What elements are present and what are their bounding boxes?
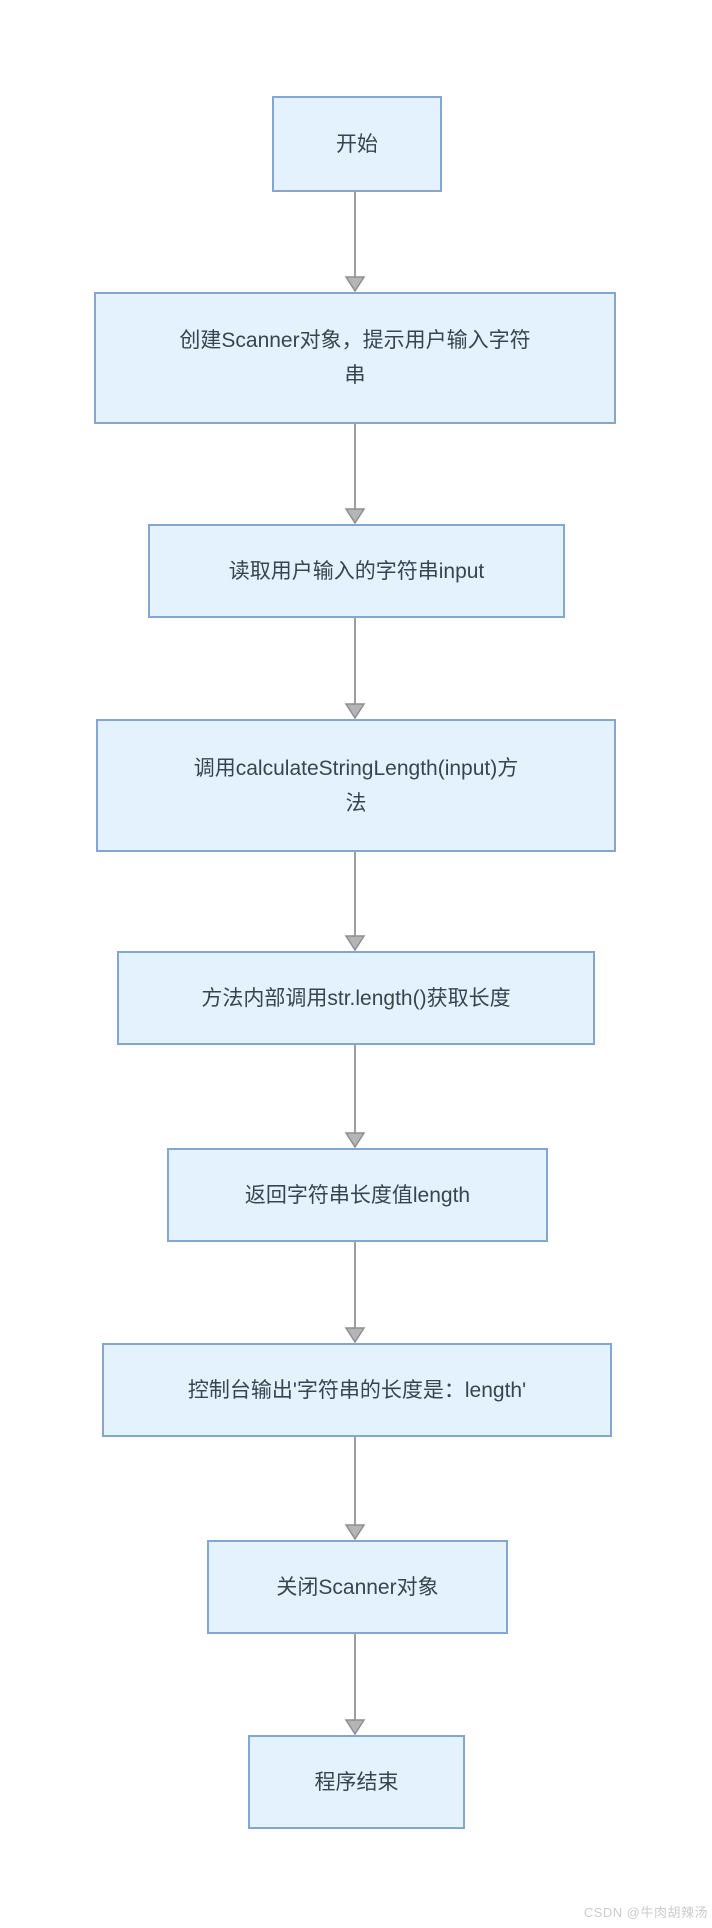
node-label-start: 开始 [336, 132, 378, 156]
flow-arrow-8 [344, 1634, 366, 1735]
arrow-line [354, 1242, 356, 1331]
flow-arrow-6 [344, 1242, 366, 1343]
flow-node-close-scanner: 关闭Scanner对象 [207, 1540, 508, 1634]
node-label-create-scanner: 创建Scanner对象，提示用户输入字符 串 [179, 329, 531, 387]
watermark-text: CSDN @牛肉胡辣汤 [583, 1905, 708, 1920]
arrow-down-icon [344, 276, 366, 292]
arrow-line [354, 618, 356, 707]
flow-arrow-5 [344, 1045, 366, 1148]
node-label-close-scanner: 关闭Scanner对象 [276, 1575, 439, 1599]
node-label-read-input: 读取用户输入的字符串input [228, 559, 485, 583]
flow-node-read-input: 读取用户输入的字符串input [148, 524, 565, 618]
arrow-line [354, 1634, 356, 1723]
node-label-string-length: 方法内部调用str.length()获取长度 [201, 986, 511, 1010]
arrow-down-icon [344, 508, 366, 524]
flow-arrow-3 [344, 618, 366, 719]
flow-node-create-scanner: 创建Scanner对象，提示用户输入字符 串 [94, 292, 616, 424]
node-label-console-output: 控制台输出'字符串的长度是：length' [187, 1378, 527, 1402]
node-label-return-length: 返回字符串长度值length [244, 1183, 471, 1207]
flow-arrow-4 [344, 852, 366, 951]
flow-node-console-output: 控制台输出'字符串的长度是：length' [102, 1343, 612, 1437]
flow-arrow-1 [344, 192, 366, 292]
flow-node-return-length: 返回字符串长度值length [167, 1148, 548, 1242]
flow-arrow-7 [344, 1437, 366, 1540]
arrow-down-icon [344, 1524, 366, 1540]
flow-arrow-2 [344, 424, 366, 524]
arrow-down-icon [344, 703, 366, 719]
arrow-line [354, 424, 356, 512]
flow-node-end: 程序结束 [248, 1735, 465, 1829]
node-label-end: 程序结束 [314, 1770, 399, 1794]
flow-node-call-method: 调用calculateStringLength(input)方 法 [96, 719, 616, 852]
arrow-down-icon [344, 1327, 366, 1343]
arrow-down-icon [344, 935, 366, 951]
arrow-line [354, 852, 356, 939]
arrow-down-icon [344, 1719, 366, 1735]
arrow-line [354, 192, 356, 280]
flow-node-string-length: 方法内部调用str.length()获取长度 [117, 951, 595, 1045]
arrow-line [354, 1045, 356, 1136]
arrow-line [354, 1437, 356, 1528]
node-label-call-method: 调用calculateStringLength(input)方 法 [193, 756, 519, 815]
flow-node-start: 开始 [272, 96, 442, 192]
arrow-down-icon [344, 1132, 366, 1148]
